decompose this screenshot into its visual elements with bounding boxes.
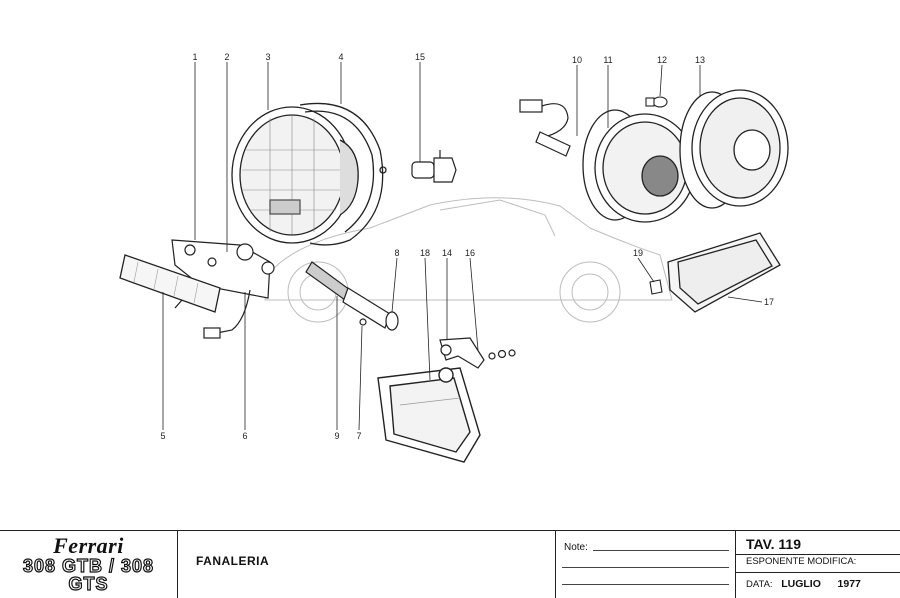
date-label: DATA: [746, 579, 773, 590]
callout-18: 18 [420, 248, 430, 258]
fog-lamp-bracket [439, 337, 516, 369]
callout-17: 17 [764, 297, 774, 307]
rear-lamp-cable [519, 99, 571, 157]
indicator-bracket [171, 239, 275, 339]
callout-14: 14 [442, 248, 452, 258]
callout-15: 15 [415, 52, 425, 62]
description-text: FANALERIA [196, 554, 270, 568]
notes-cell: Note: [556, 531, 736, 598]
date-month: LUGLIO [781, 578, 821, 590]
callout-11: 11 [603, 55, 612, 65]
map-lamp [305, 261, 399, 331]
callout-5: 5 [160, 431, 165, 441]
notes-label: Note: [564, 542, 588, 553]
plate-lamp-clip [649, 279, 663, 295]
callout-2: 2 [224, 52, 229, 62]
callout-4: 4 [338, 52, 343, 62]
callout-8: 8 [394, 248, 399, 258]
model-name: 308 GTB / 308 GTS [22, 556, 155, 594]
table-title: TAV. 119 [746, 536, 801, 552]
rear-lamp-bulb [645, 96, 668, 108]
callout-13: 13 [695, 55, 705, 65]
headlamp-bulb [411, 150, 457, 183]
rear-lamp-left [582, 109, 696, 223]
brand-name: Ferrari [53, 533, 124, 558]
callout-numbers: 1 2 3 4 15 10 11 12 13 8 18 14 16 19 17 … [160, 52, 774, 441]
callout-7: 7 [356, 431, 361, 441]
notes-line [562, 584, 729, 585]
callout-10: 10 [572, 55, 582, 65]
table-cell: TAV. 119 ESPONENTE MODIFICA: DATA: LUGLI… [736, 531, 900, 598]
callout-3: 3 [265, 52, 270, 62]
notes-line [593, 550, 729, 551]
notes-line [562, 567, 729, 568]
plate-lamp [667, 232, 781, 313]
divider [736, 572, 900, 573]
indicator-lens [119, 254, 221, 313]
exploded-parts-diagram: 1 2 3 4 15 10 11 12 13 8 18 14 16 19 17 … [119, 52, 789, 463]
callout-6: 6 [242, 431, 247, 441]
callout-1: 1 [192, 52, 197, 62]
car-silhouette [264, 197, 673, 323]
callout-12: 12 [657, 55, 667, 65]
rear-lamp-right [679, 89, 789, 209]
table-number: 119 [778, 536, 802, 552]
headlamp-bucket [299, 102, 387, 246]
leader-lines [162, 62, 763, 431]
date-year: 1977 [837, 578, 861, 590]
callout-9: 9 [334, 431, 339, 441]
date-row: DATA: LUGLIO 1977 [746, 578, 861, 590]
description-cell: FANALERIA [178, 531, 556, 598]
table-label: TAV. [746, 536, 775, 552]
divider [736, 554, 900, 555]
title-block: Ferrari 308 GTB / 308 GTS FANALERIA Note… [0, 530, 900, 598]
callout-16: 16 [465, 248, 475, 258]
fog-lamp [377, 367, 481, 463]
headlamp-lens [231, 106, 353, 244]
esponente-label: ESPONENTE MODIFICA: [746, 556, 857, 567]
callout-19: 19 [633, 248, 643, 258]
ferrari-logo: Ferrari 308 GTB / 308 GTS [0, 531, 178, 598]
